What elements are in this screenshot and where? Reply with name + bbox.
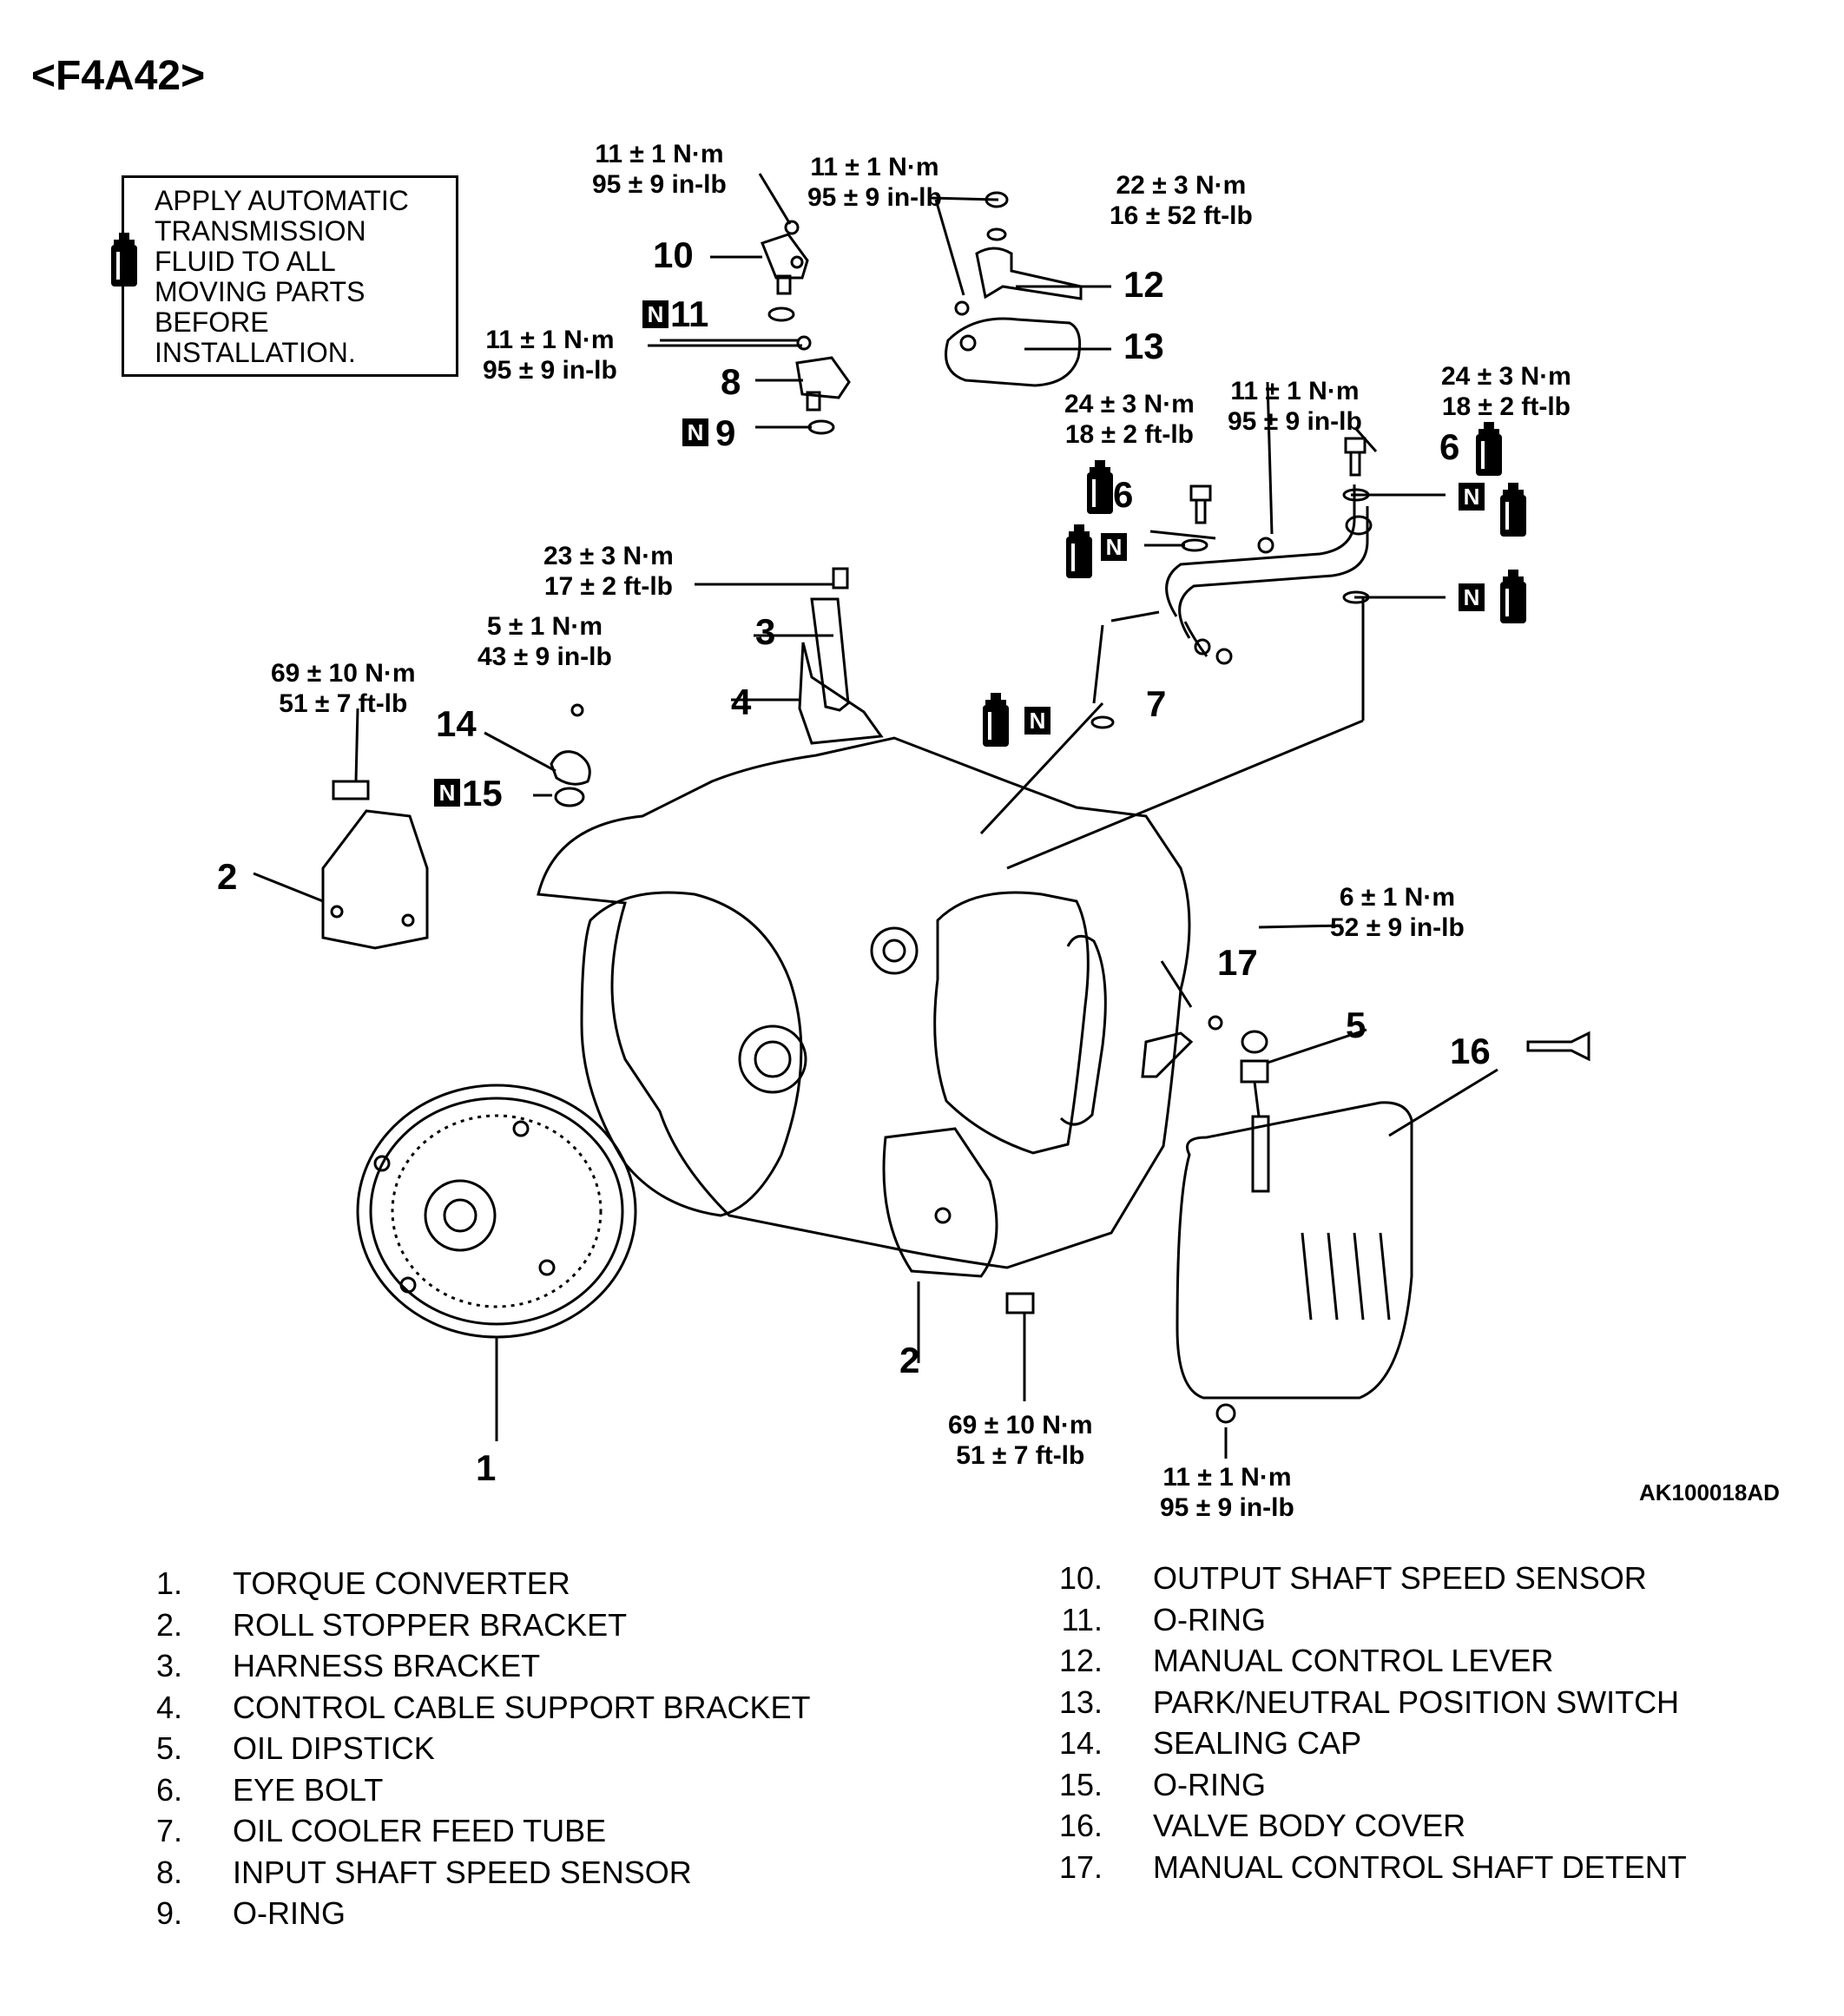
callout-2-left: 2: [217, 856, 238, 897]
parts-list-item: 14.SEALING CAP: [1058, 1725, 1362, 1761]
parts-list-item: 1.TORQUE CONVERTER: [155, 1565, 570, 1601]
atf-bottle-icon: [1500, 570, 1526, 623]
callout-1: 1: [476, 1447, 497, 1488]
new-part-badge-9: N: [682, 418, 708, 446]
new-part-badge-eye-bolt-right-bottom: N: [1459, 583, 1485, 611]
torque-spec-eye-bolt-left: 24 ± 3 N·m 18 ± 2 ft-lb: [1064, 390, 1195, 449]
torque-spec-roll-stopper-left: 69 ± 10 N·m 51 ± 7 ft-lb: [271, 659, 416, 718]
callout-11: 11: [670, 293, 709, 334]
parts-list-item: 15.O-RING: [1058, 1766, 1266, 1802]
callout-16: 16: [1450, 1031, 1491, 1071]
parts-list-item: 10.OUTPUT SHAFT SPEED SENSOR: [1058, 1560, 1647, 1596]
torque-spec-manual-lever-bolt: 11 ± 1 N·m 95 ± 9 in-lb: [807, 153, 942, 212]
callout-12: 12: [1123, 264, 1164, 305]
parts-list-right: 10.OUTPUT SHAFT SPEED SENSOR 11.O-RING 1…: [1024, 1558, 1687, 1888]
torque-spec-roll-stopper-lower: 69 ± 10 N·m 51 ± 7 ft-lb: [948, 1411, 1093, 1470]
parts-list-item: 4.CONTROL CABLE SUPPORT BRACKET: [155, 1689, 811, 1725]
callout-6-right: 6: [1439, 426, 1460, 467]
parts-list-item: 7.OIL COOLER FEED TUBE: [155, 1813, 607, 1848]
torque-spec-sealing-cap: 5 ± 1 N·m 43 ± 9 in-lb: [477, 612, 612, 671]
new-part-badge-eye-bolt-right-top: N: [1459, 483, 1485, 511]
torque-spec-tube-bracket-bolt: 11 ± 1 N·m 95 ± 9 in-lb: [1228, 377, 1362, 436]
callout-2-lower: 2: [899, 1340, 920, 1380]
callout-14: 14: [436, 703, 477, 744]
exploded-view-drawing: [253, 173, 1590, 1459]
torque-spec-input-shaft-sensor: 11 ± 1 N·m 95 ± 9 in-lb: [483, 326, 617, 385]
callout-17: 17: [1217, 942, 1258, 983]
callout-15: 15: [462, 773, 503, 814]
torque-spec-detent-bolt: 6 ± 1 N·m 52 ± 9 in-lb: [1330, 883, 1465, 942]
atf-bottle-icon: [1500, 483, 1526, 537]
parts-list-item: 9.O-RING: [155, 1895, 346, 1931]
parts-list-item: 8.INPUT SHAFT SPEED SENSOR: [155, 1854, 692, 1890]
parts-list-item: 11.O-RING: [1061, 1601, 1266, 1637]
new-part-badge-11: N: [642, 300, 668, 328]
torque-spec-manual-lever-nut: 22 ± 3 N·m 16 ± 52 ft-lb: [1110, 171, 1253, 230]
torque-spec-valve-body-cover: 11 ± 1 N·m 95 ± 9 in-lb: [1160, 1463, 1294, 1522]
callout-7: 7: [1146, 683, 1167, 724]
torque-spec-harness-bracket: 23 ± 3 N·m 17 ± 2 ft-lb: [543, 542, 674, 601]
figure-code: AK100018AD: [1639, 1479, 1780, 1505]
atf-note-text: APPLY AUTOMATIC TRANSMISSION FLUID TO AL…: [155, 185, 409, 368]
callout-9: 9: [715, 412, 736, 453]
atf-bottle-icon: [1087, 460, 1113, 514]
new-part-badge-eye-bolt-left: N: [1101, 533, 1127, 561]
callout-8: 8: [721, 361, 741, 402]
parts-list-item: 3.HARNESS BRACKET: [155, 1648, 541, 1683]
callout-5: 5: [1346, 1005, 1367, 1045]
torque-spec-eye-bolt-right: 24 ± 3 N·m 18 ± 2 ft-lb: [1441, 362, 1571, 421]
atf-bottle-icon: [983, 693, 1009, 747]
parts-list-item: 17.MANUAL CONTROL SHAFT DETENT: [1058, 1848, 1687, 1885]
new-part-badge-tube-fitting: N: [1024, 707, 1050, 735]
parts-list-item: 6.EYE BOLT: [155, 1771, 384, 1808]
parts-list-item: 16.VALVE BODY COVER: [1058, 1808, 1466, 1843]
torque-spec-output-shaft-sensor: 11 ± 1 N·m 95 ± 9 in-lb: [592, 140, 727, 199]
parts-list-item: 13.PARK/NEUTRAL POSITION SWITCH: [1058, 1683, 1680, 1720]
callout-10: 10: [653, 234, 694, 275]
parts-list-left: 1.TORQUE CONVERTER 2.ROLL STOPPER BRACKE…: [104, 1563, 811, 1934]
parts-list-item: 5.OIL DIPSTICK: [155, 1730, 435, 1766]
atf-bottle-icon: [111, 233, 137, 287]
atf-bottle-icon: [1066, 524, 1092, 578]
atf-bottle-icon: [1476, 422, 1502, 476]
new-part-badge-15: N: [434, 779, 460, 807]
parts-list-item: 2.ROLL STOPPER BRACKET: [155, 1606, 628, 1643]
callout-3: 3: [755, 611, 776, 652]
diagram-title: <F4A42>: [31, 53, 206, 99]
callout-13: 13: [1123, 326, 1164, 366]
parts-list-item: 12.MANUAL CONTROL LEVER: [1058, 1643, 1554, 1678]
callout-6-left: 6: [1113, 474, 1134, 515]
callout-4: 4: [731, 682, 752, 722]
